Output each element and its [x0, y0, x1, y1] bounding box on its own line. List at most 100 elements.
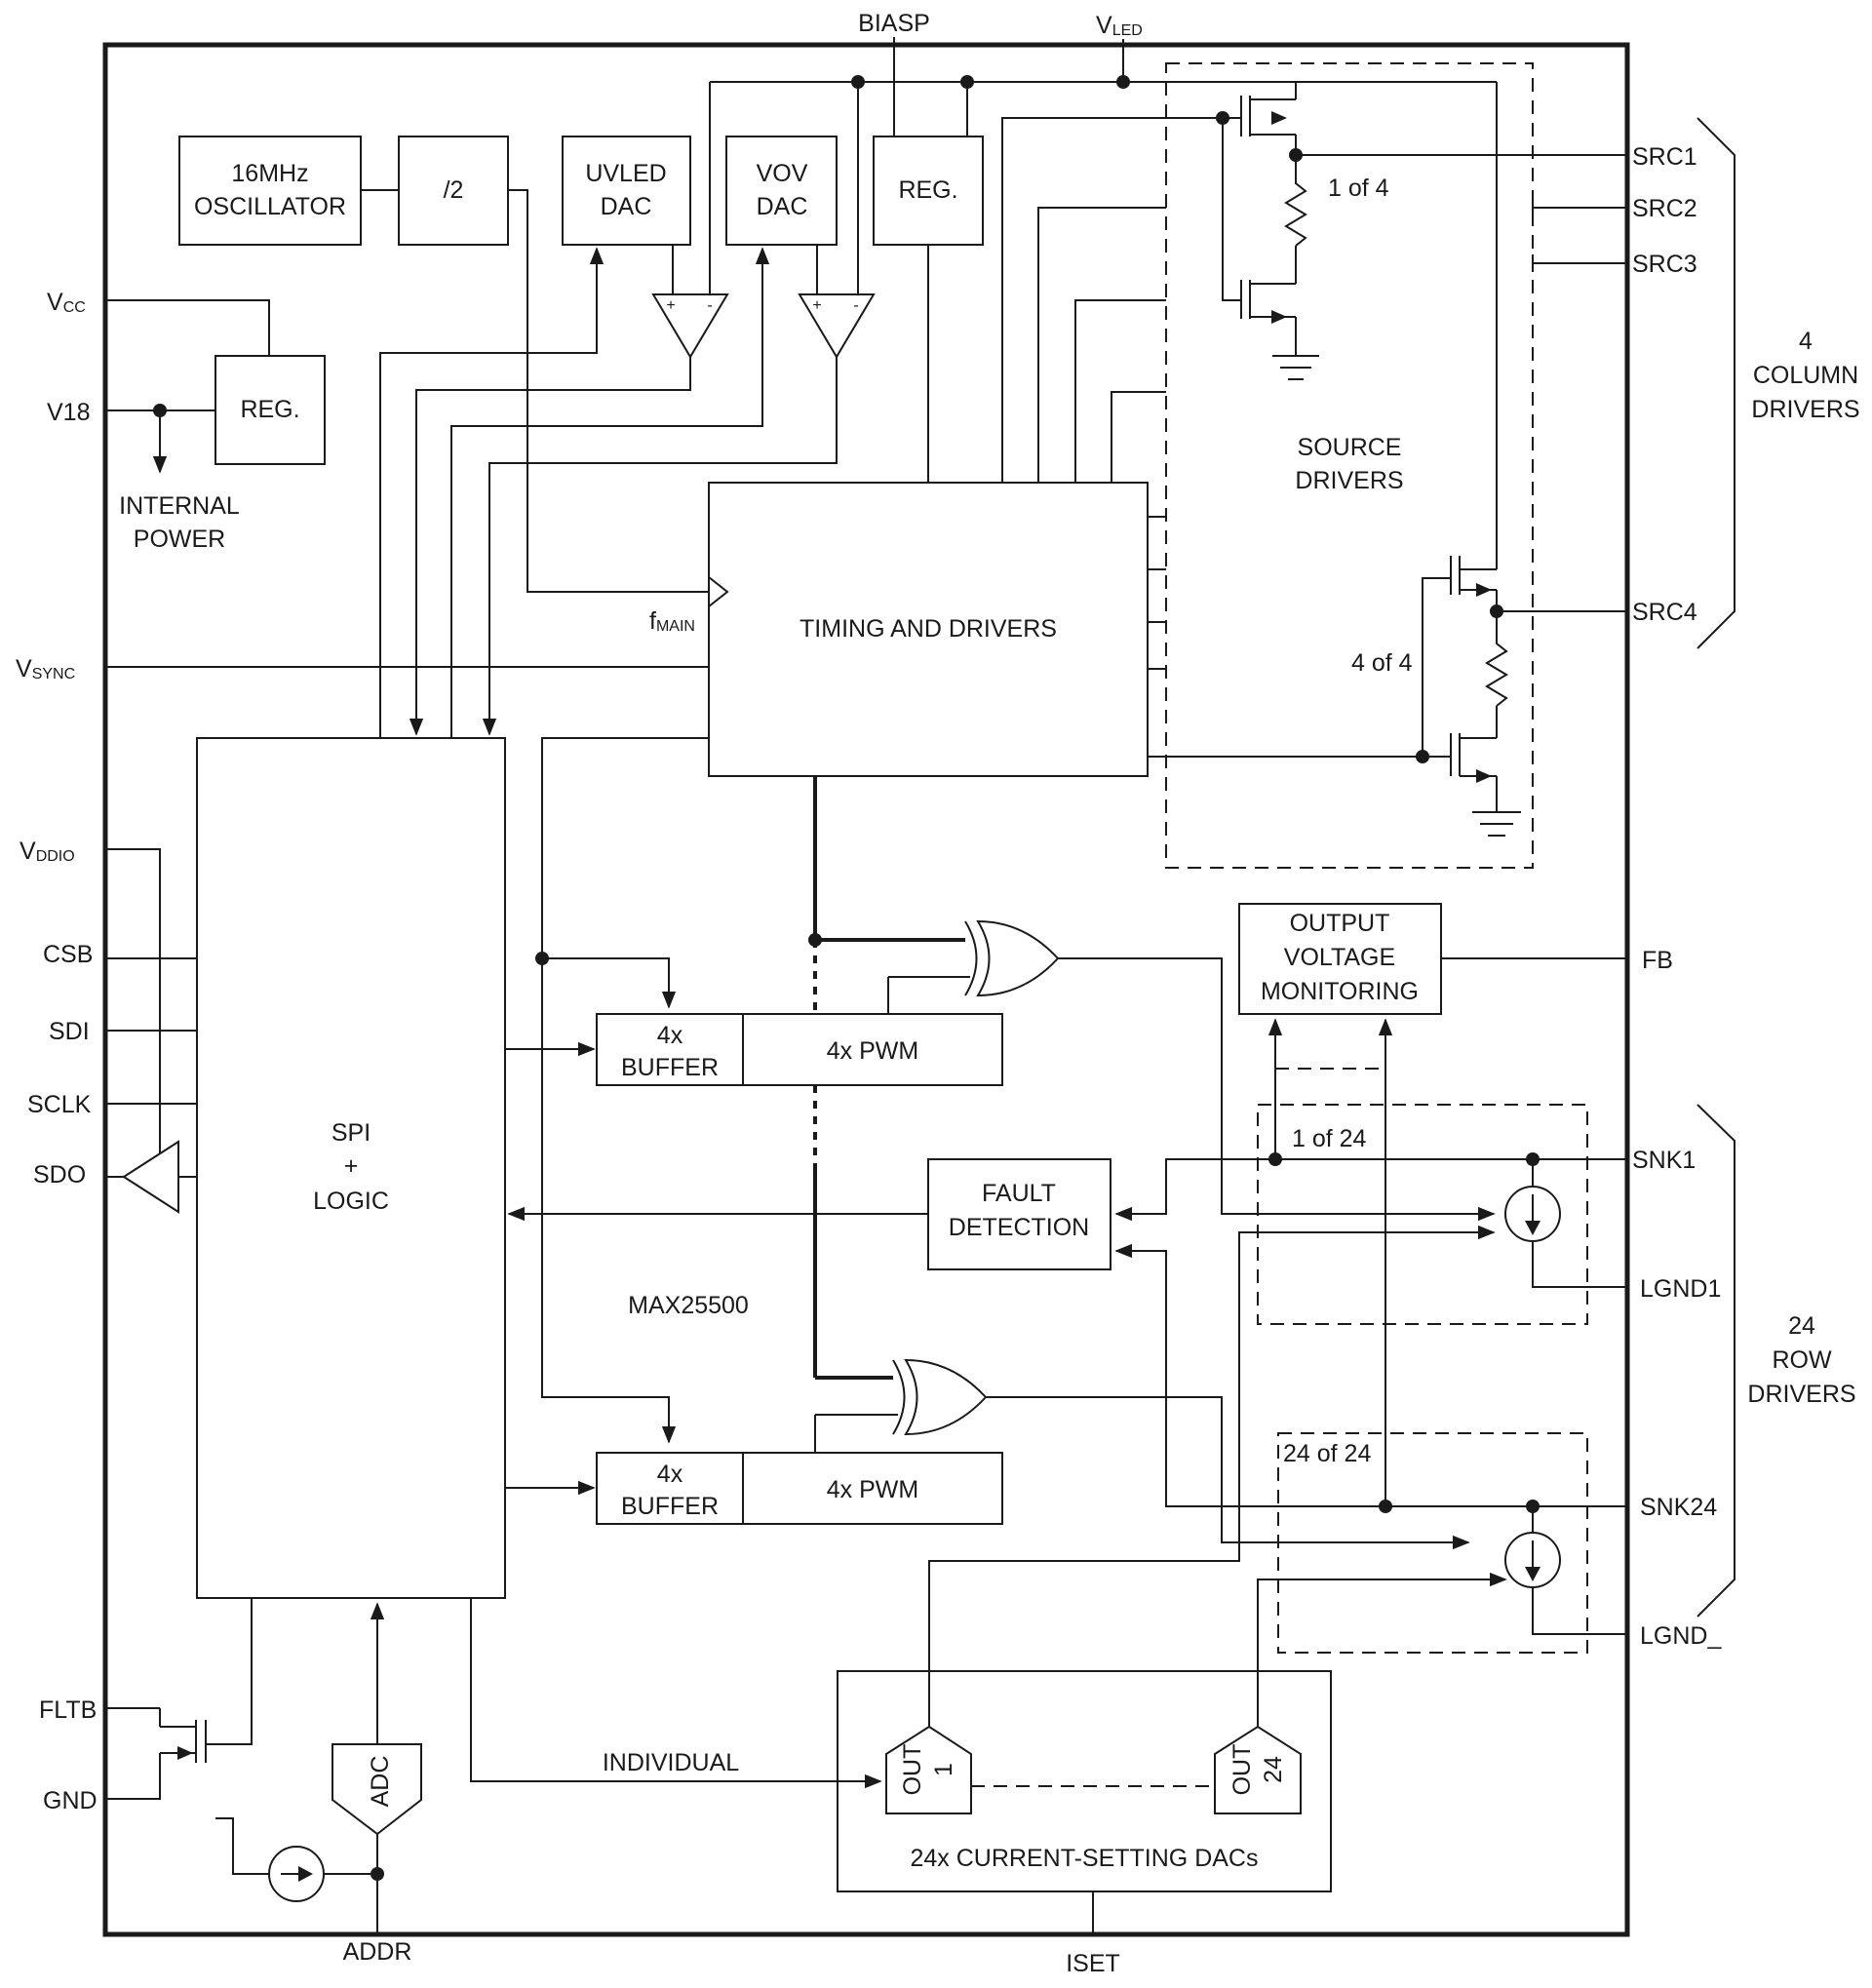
chip-outline: [102, 42, 1630, 1937]
pin-sdi-label: SDI: [49, 1018, 90, 1045]
current-setting-dacs-block: 24x CURRENT-SETTING DACs OUT 1 OUT 24: [837, 1670, 1332, 1892]
column-drivers-group: 4 COLUMN DRIVERS: [1696, 117, 1860, 649]
pin-lgnd-label: LGND_: [1640, 1622, 1722, 1650]
buffer1-block: 4x BUFFER: [596, 1013, 744, 1086]
ovm-label-3: MONITORING: [1261, 978, 1419, 1005]
junction-dot: [1416, 750, 1429, 763]
pin-src3: SRC3: [1532, 251, 1697, 278]
src-1of4-label: 1 of 4: [1328, 175, 1389, 202]
pin-iset: ISET: [1066, 1891, 1120, 1977]
source-drivers-label-1: SOURCE: [1298, 434, 1402, 461]
pin-src4: SRC4: [1497, 599, 1697, 626]
output-voltage-monitoring-block: OUTPUT VOLTAGE MONITORING: [1238, 903, 1442, 1015]
sink-24-boundary: [1277, 1432, 1588, 1654]
spi-label-2: +: [344, 1152, 359, 1180]
pin-iset-label: ISET: [1066, 1950, 1120, 1977]
xor-gate-2: [892, 1358, 988, 1436]
fmain-label: f: [649, 607, 656, 635]
pin-lgnd1: LGND1: [1640, 1275, 1721, 1303]
pin-vddio: VDDIO: [20, 838, 161, 1177]
snk-24of24-label: 24 of 24: [1283, 1440, 1371, 1467]
individual-label: INDIVIDUAL: [603, 1749, 739, 1776]
buffer2-label-2: BUFFER: [621, 1493, 719, 1520]
pwm1-label: 4x PWM: [827, 1037, 918, 1065]
vov-label-2: DAC: [757, 193, 808, 220]
row-group-label-3: DRIVERS: [1747, 1381, 1855, 1408]
source-drivers-label-2: DRIVERS: [1295, 467, 1403, 494]
sink-driver-24: [1504, 1500, 1627, 1635]
comparator-minus: -: [707, 297, 712, 314]
pin-fb: FB: [1441, 947, 1673, 974]
pin-fltb: FLTB: [39, 1696, 97, 1724]
pin-vddio-label: V: [20, 838, 36, 865]
timing-gate-wires: [1001, 117, 1423, 758]
pin-snk24: SNK24: [1533, 1494, 1717, 1521]
comparator-plus: +: [666, 297, 675, 314]
pin-sdo: SDO: [33, 1140, 197, 1214]
pin-lgnd1-label: LGND1: [1640, 1275, 1721, 1303]
pin-vcc-label: V: [47, 289, 63, 316]
junction-dot: [851, 75, 865, 89]
pin-src2-label: SRC2: [1632, 195, 1697, 222]
snk24-to-fault-wire: [1114, 1243, 1533, 1507]
sink-1-boundary: [1257, 1104, 1588, 1325]
timing-label: TIMING AND DRIVERS: [800, 615, 1057, 643]
out24-label-1: OUT: [1228, 1744, 1256, 1796]
buffer2-label-1: 4x: [657, 1461, 683, 1488]
pwm2-label: 4x PWM: [827, 1476, 918, 1503]
pin-gnd: GND: [43, 1787, 98, 1814]
col-group-label-2: COLUMN: [1753, 362, 1858, 389]
vov-dac-block: VOV DAC: [725, 136, 838, 246]
vov-comp-to-spi-wire: [482, 357, 838, 736]
timing-to-buffer1-wire: [542, 957, 677, 1009]
pin-vled: VLED: [1096, 12, 1143, 82]
uvled-dac-block: UVLED DAC: [562, 136, 691, 246]
fault-label-1: FAULT: [982, 1180, 1056, 1207]
pin-fltb-label: FLTB: [39, 1696, 97, 1724]
pin-vcc-sub: CC: [63, 299, 86, 316]
buffer2-block: 4x BUFFER: [596, 1452, 744, 1525]
xor1-to-sink1-wire: [1058, 957, 1496, 1222]
pin-src3-label: SRC3: [1632, 251, 1697, 278]
spi-label-1: SPI: [332, 1119, 370, 1147]
out24-to-sink24-wire: [1257, 1572, 1507, 1727]
out1-label-1: OUT: [899, 1744, 926, 1796]
fault-detection-block: FAULT DETECTION: [927, 1158, 1112, 1270]
sink-driver-1: [1504, 1152, 1627, 1288]
xor-gate-1: [964, 919, 1060, 997]
uvled-label-1: UVLED: [585, 160, 666, 187]
row-group-label-1: 24: [1788, 1312, 1815, 1340]
col-group-label-3: DRIVERS: [1751, 396, 1859, 423]
pwm-bus: [808, 776, 970, 1453]
buffer1-label-2: BUFFER: [621, 1054, 719, 1081]
pin-vcc: VCC: [47, 289, 270, 356]
svg-text:VSYNC: VSYNC: [16, 655, 75, 682]
internal-power-label-2: POWER: [134, 526, 225, 553]
pin-v18-label: V18: [47, 399, 90, 426]
pin-vled-label: V: [1096, 12, 1112, 39]
pwm1-block: 4x PWM: [742, 1013, 1003, 1086]
pin-src4-label: SRC4: [1632, 599, 1697, 626]
pin-addr: ADDR: [343, 1938, 412, 1966]
uvled-comp-to-spi-wire: [409, 357, 691, 736]
oscillator-block: 16MHz OSCILLATOR: [178, 136, 362, 246]
spi-to-vov-wire: [450, 247, 770, 738]
row-group-label-2: ROW: [1772, 1346, 1832, 1374]
pin-vsync-label: V: [16, 655, 32, 682]
fmain-sub: MAIN: [656, 618, 695, 635]
pin-sdi: SDI: [49, 1018, 197, 1045]
row-drivers-group: 24 ROW DRIVERS: [1696, 1104, 1856, 1618]
pin-vsync: VSYNC: [16, 655, 709, 682]
reg-vcc-label: REG.: [240, 396, 299, 423]
pin-src1: SRC1: [1296, 143, 1697, 171]
pin-vddio-sub: DDIO: [36, 848, 75, 865]
svg-text:VDDIO: VDDIO: [20, 838, 75, 865]
individual-wire: [470, 1598, 882, 1789]
uvled-label-2: DAC: [601, 193, 652, 220]
pin-sdo-label: SDO: [33, 1161, 86, 1189]
pin-sclk-label: SCLK: [27, 1091, 92, 1118]
comparator-minus: -: [853, 297, 858, 314]
buffer1-label-1: 4x: [657, 1022, 683, 1049]
pin-csb-label: CSB: [43, 941, 93, 968]
snk-1of24-label: 1 of 24: [1292, 1125, 1367, 1152]
